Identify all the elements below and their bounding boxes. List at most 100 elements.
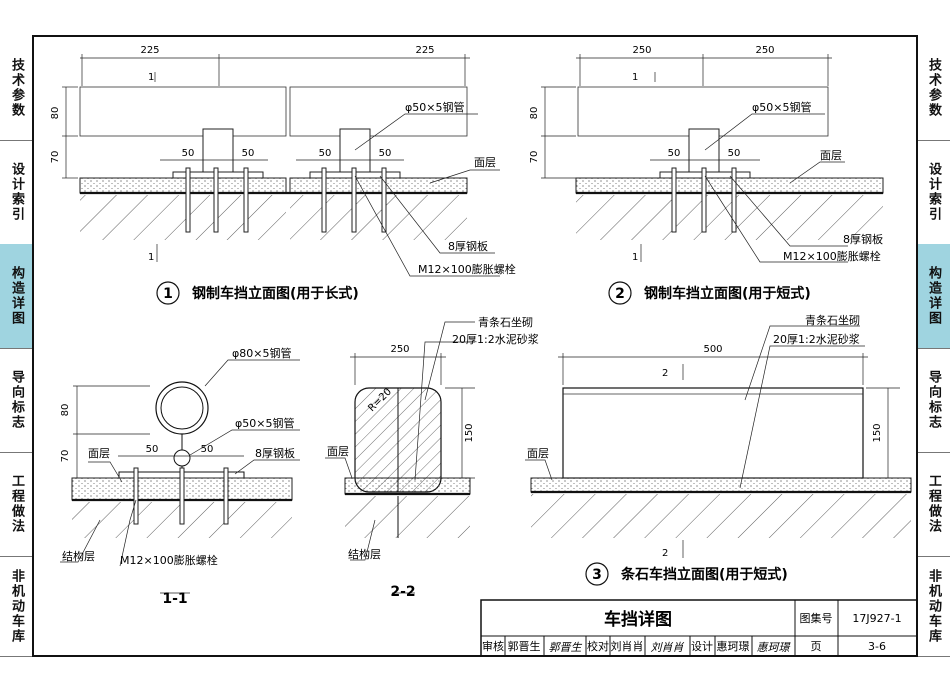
- right-tab-4[interactable]: 工程做法: [917, 452, 950, 557]
- left-tab-column: 技术参数设计索引构造详图导向标志工程做法非机动车库: [0, 36, 33, 657]
- sec11-bolt-label: M12×100膨胀螺栓: [120, 553, 218, 567]
- design-signature: 惠珂璟: [757, 641, 792, 654]
- sec11-dim-b: 50: [201, 444, 214, 455]
- right-tab-0[interactable]: 技术参数: [917, 36, 950, 141]
- fig1-section-mark-bottom: 1: [148, 252, 154, 263]
- review-signature: 郭晋生: [549, 641, 583, 654]
- title-block: [480, 599, 918, 657]
- sec11-structure-label: 结构层: [62, 549, 95, 563]
- sec11-title: 1-1: [162, 591, 187, 607]
- check-label: 校对: [587, 639, 609, 653]
- fig3-caption: 条石车挡立面图(用于短式): [620, 566, 788, 583]
- left-tab-0[interactable]: 技术参数: [0, 36, 33, 141]
- fig1-dim-bolt-a: 50: [182, 148, 195, 159]
- sec11-surface-label: 面层: [88, 447, 110, 460]
- fig2-dim-h2: 70: [529, 151, 540, 164]
- sec11-dim-a: 50: [146, 444, 159, 455]
- check-signature: 刘肖肖: [651, 641, 685, 654]
- left-tab-3[interactable]: 导向标志: [0, 348, 33, 453]
- left-tab-label: 构造详图: [9, 266, 24, 326]
- sheet-frame: [32, 35, 918, 657]
- title-block-atlas-label: 图集号: [800, 611, 833, 625]
- fig2-short-steel-stop: 250 250 80 70 50 50 1 1 φ50×5钢管 面层 8厚钢板 …: [529, 45, 884, 305]
- fig3-section-mark-top: 2: [662, 368, 668, 379]
- sec22-title: 2-2: [390, 584, 415, 600]
- right-tab-label: 工程做法: [926, 474, 941, 534]
- fig2-pipe-label: φ50×5钢管: [752, 100, 811, 114]
- fig1-plate-label: 8厚钢板: [448, 239, 488, 253]
- fig2-dim-left: 250: [632, 45, 651, 56]
- sec22-dim-w: 250: [390, 344, 409, 355]
- fig1-bolt-label: M12×100膨胀螺栓: [418, 262, 516, 276]
- fig2-caption: 钢制车挡立面图(用于短式): [644, 285, 811, 302]
- right-tab-label: 设计索引: [926, 162, 941, 222]
- left-tab-label: 工程做法: [9, 474, 24, 534]
- section-1-1: 80 70 50 50 φ80×5钢管 φ50×5钢管 8厚钢板 面层 结构层 …: [60, 346, 300, 607]
- fig1-pipe-label: φ50×5钢管: [405, 100, 464, 114]
- fig2-section-mark-top: 1: [632, 72, 638, 83]
- fig3-mortar-label: 20厚1:2水泥砂浆: [773, 332, 860, 346]
- review-label: 审核: [482, 639, 504, 653]
- fig2-number: 2: [615, 286, 625, 302]
- right-tab-label: 技术参数: [926, 58, 941, 118]
- left-tab-4[interactable]: 工程做法: [0, 452, 33, 557]
- fig1-dim-left: 225: [140, 45, 159, 56]
- design-label: 设计: [691, 640, 713, 653]
- fig3-dim-w: 500: [703, 344, 722, 355]
- sec11-plate-label: 8厚钢板: [255, 446, 295, 460]
- fig3-section-mark-bottom: 2: [662, 548, 668, 559]
- fig2-surface-label: 面层: [820, 149, 842, 162]
- sec22-stone-label: 青条石坐砌: [478, 315, 533, 329]
- right-tab-2[interactable]: 构造详图: [917, 244, 950, 349]
- fig1-dim-h2: 70: [50, 151, 61, 164]
- title-block-page-value: 3-6: [868, 640, 886, 653]
- left-tab-label: 非机动车库: [9, 568, 24, 644]
- fig1-surface-label: 面层: [474, 156, 496, 169]
- fig1-number: 1: [163, 286, 173, 302]
- right-tab-3[interactable]: 导向标志: [917, 348, 950, 453]
- design-name: 惠珂璟: [717, 639, 750, 653]
- right-tab-label: 导向标志: [926, 370, 941, 430]
- left-tab-5[interactable]: 非机动车库: [0, 556, 33, 657]
- sec22-structure-label: 结构层: [348, 547, 381, 561]
- sec11-dim-h2: 70: [60, 450, 71, 463]
- fig1-section-mark-top: 1: [148, 72, 154, 83]
- title-block-atlas-value: 17J927-1: [852, 612, 901, 625]
- fig2-bolt-label: M12×100膨胀螺栓: [783, 249, 881, 263]
- fig1-dim-bolt-b: 50: [242, 148, 255, 159]
- fig3-stone-stop: 500 150 2 2 面层 青条石坐砌 20厚1:2水泥砂浆 3 条石车挡立面…: [525, 313, 912, 586]
- right-tab-label: 构造详图: [926, 266, 941, 326]
- fig3-dim-h: 150: [872, 423, 883, 442]
- sec11-pipe-label: φ50×5钢管: [235, 416, 294, 430]
- sec11-top-pipe-label: φ80×5钢管: [232, 346, 291, 360]
- title-block-page-label: 页: [811, 640, 822, 653]
- review-name: 郭晋生: [508, 639, 541, 653]
- fig1-caption: 钢制车挡立面图(用于长式): [192, 285, 359, 302]
- fig1-long-steel-stop: 225 225 80 70 50 50 50 50 1 1 φ50×5钢管 面层…: [50, 45, 516, 305]
- left-tab-2[interactable]: 构造详图: [0, 244, 33, 349]
- section-2-2: 250 150 R=20 面层 结构层 青条石坐砌 20厚1:2水泥砂浆 2-2: [325, 315, 539, 600]
- fig2-dim-bolt-a: 50: [668, 148, 681, 159]
- right-tab-label: 非机动车库: [926, 568, 941, 644]
- fig2-dim-right: 250: [755, 45, 774, 56]
- fig1-dim-bolt-d: 50: [379, 148, 392, 159]
- right-tab-column: 技术参数设计索引构造详图导向标志工程做法非机动车库: [917, 36, 950, 657]
- fig1-dim-right: 225: [415, 45, 434, 56]
- fig1-dim-bolt-c: 50: [319, 148, 332, 159]
- fig2-dim-bolt-b: 50: [728, 148, 741, 159]
- fig3-stone-label: 青条石坐砌: [805, 313, 860, 327]
- sec11-dim-h1: 80: [60, 404, 71, 417]
- check-name: 刘肖肖: [611, 639, 644, 653]
- left-tab-label: 技术参数: [9, 58, 24, 118]
- fig2-section-mark-bottom: 1: [632, 252, 638, 263]
- fig3-number: 3: [592, 567, 602, 583]
- left-tab-label: 导向标志: [9, 370, 24, 430]
- right-tab-5[interactable]: 非机动车库: [917, 556, 950, 657]
- title-block-title: 车挡详图: [604, 609, 672, 630]
- sec22-surface-label: 面层: [327, 445, 349, 458]
- fig2-plate-label: 8厚钢板: [843, 232, 883, 246]
- fig2-dim-h1: 80: [529, 107, 540, 120]
- fig3-surface-label: 面层: [527, 447, 549, 460]
- fig1-dim-h1: 80: [50, 107, 61, 120]
